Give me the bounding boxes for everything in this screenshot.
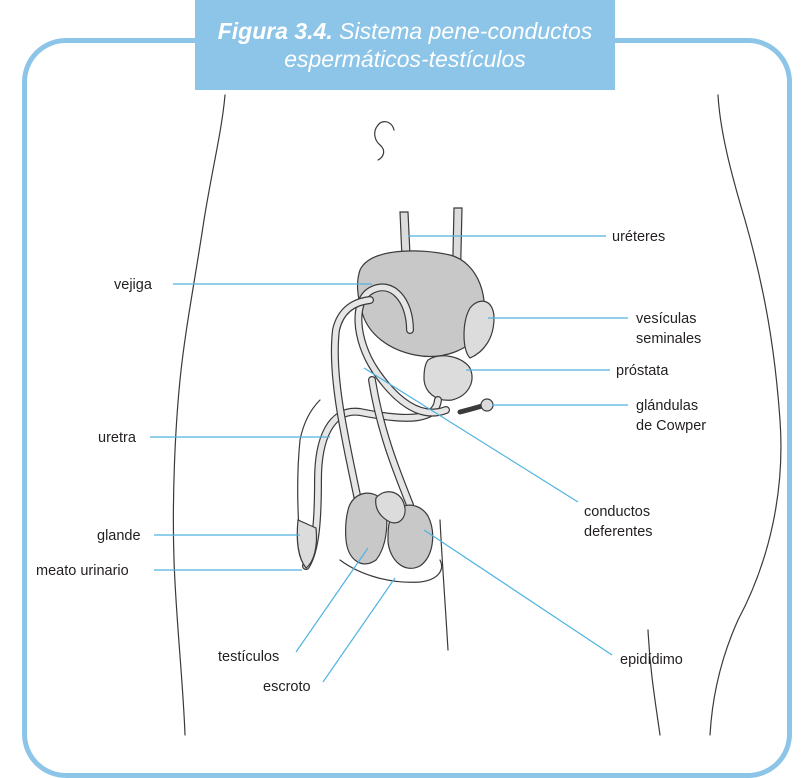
label-meato: meato urinario [36,563,129,579]
glande-organ [297,520,316,568]
label-glande: glande [97,528,141,544]
prostata-organ [424,356,472,400]
label-vesiculas-1: vesículas [636,311,696,327]
label-ureteres: uréteres [612,229,665,245]
body-silhouette [173,95,781,735]
label-epididimo: epidídimo [620,652,683,668]
label-uretra: uretra [98,430,137,446]
anatomy-diagram: uréteres vejiga vesículas seminales prós… [0,0,810,756]
testiculos-organ [346,492,433,569]
label-vesiculas-2: seminales [636,331,701,347]
label-vejiga: vejiga [114,277,153,293]
label-prostata: próstata [616,363,669,379]
label-cowper-1: glándulas [636,398,698,414]
cowper-organ [460,399,493,412]
label-escroto: escroto [263,679,311,695]
label-conductos-1: conductos [584,504,650,520]
vesiculas-organ [464,301,494,358]
label-testiculos: testículos [218,649,279,665]
label-conductos-2: deferentes [584,524,653,540]
label-cowper-2: de Cowper [636,418,706,434]
